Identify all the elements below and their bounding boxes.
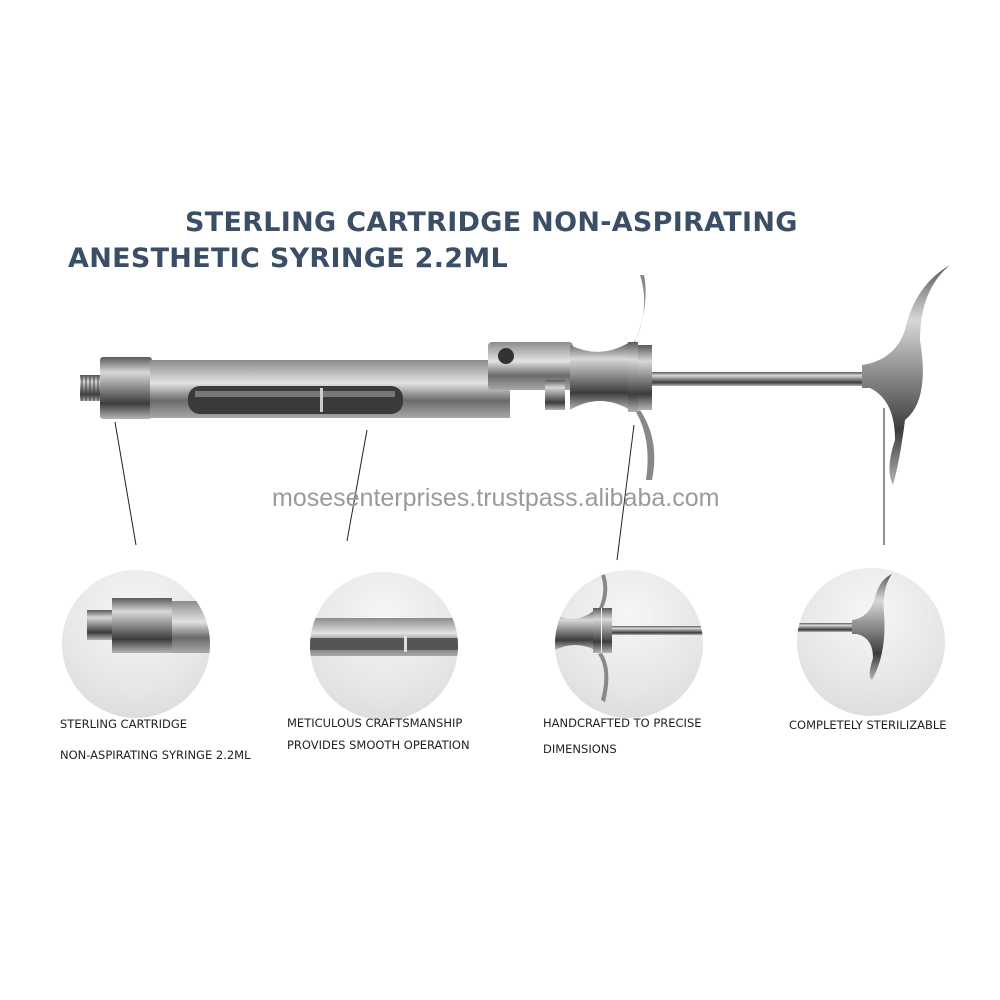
feature-caption-1-line-2: NON-ASPIRATING SYRINGE 2.2ML: [60, 748, 251, 762]
barrel-closeup-icon: [310, 618, 458, 656]
plunger-rod: [652, 372, 862, 386]
feature-image-thumb-ring: [797, 568, 945, 716]
feature-image-barrel: [310, 572, 458, 720]
feature-caption-2-line-2: PROVIDES SMOOTH OPERATION: [287, 738, 470, 752]
watermark-text: mosesenterprises.trustpass.alibaba.com: [272, 484, 720, 512]
hub: [488, 342, 630, 410]
feature-caption-4-line-1: COMPLETELY STERILIZABLE: [789, 718, 947, 732]
callout-lines: [114, 408, 885, 561]
barrel: [150, 360, 510, 418]
feature-caption-3-line-1: HANDCRAFTED TO PRECISE: [543, 716, 702, 730]
product-title-line-2: ANESTHETIC SYRINGE 2.2ML: [68, 243, 509, 274]
feature-image-finger-grip: [555, 570, 703, 718]
feature-caption-2-line-1: METICULOUS CRAFTSMANSHIP: [287, 716, 463, 730]
product-title-line-1: STERLING CARTRIDGE NON-ASPIRATING: [185, 207, 798, 238]
thumb-ring: [862, 265, 950, 485]
feature-caption-1-line-1: STERLING CARTRIDGE: [60, 717, 188, 731]
threaded-tip: [80, 357, 152, 419]
feature-caption-3-line-2: DIMENSIONS: [543, 742, 617, 756]
finger-grip-closeup-icon: [555, 572, 703, 702]
feature-image-threaded-tip: [62, 570, 210, 718]
finger-grip: [628, 275, 655, 480]
threaded-tip-closeup-icon: [87, 598, 210, 653]
thumb-ring-closeup-icon: [797, 574, 892, 680]
